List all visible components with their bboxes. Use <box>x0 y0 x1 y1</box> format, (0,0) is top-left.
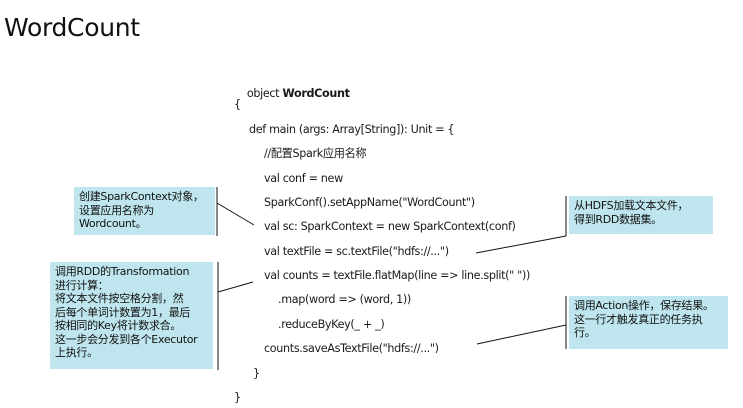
pointer-line <box>475 235 567 254</box>
code-line: val counts = textFile.flatMap(line => li… <box>264 269 531 282</box>
callout-hdfs-load: 从HDFS加载文本文件， 得到RDD数据集。 <box>569 196 713 234</box>
code-line: def main (args: Array[String]): Unit = { <box>249 123 455 136</box>
code-line-object: object WordCount <box>234 73 350 115</box>
callout-action: 调用Action操作，保存结果。 这一行才触发真正的任务执 行。 <box>569 296 728 349</box>
callout-transformation: 调用RDD的Transformation 进行计算： 将文本文件按空格分割，然 … <box>50 262 213 369</box>
pointer-line <box>216 202 255 226</box>
code-comment: //配置Spark应用名称 <box>264 147 367 160</box>
code-line: val textFile = sc.textFile("hdfs://...") <box>264 245 449 258</box>
code-line: SparkConf().setAppName("WordCount") <box>264 196 475 209</box>
code-line: } <box>253 367 260 380</box>
slide-title: WordCount <box>4 13 140 42</box>
code-line: .reduceByKey(_ + _) <box>278 318 385 331</box>
callout-spark-context: 创建SparkContext对象， 设置应用名称为 Wordcount。 <box>74 187 215 235</box>
code-line: { <box>234 98 241 111</box>
code-object-name: WordCount <box>282 87 350 100</box>
pointer-line <box>476 324 567 345</box>
code-line: val conf = new <box>264 172 343 185</box>
pointer-line <box>217 281 254 293</box>
code-line: counts.saveAsTextFile("hdfs://...") <box>264 342 439 355</box>
code-line: val sc: SparkContext = new SparkContext(… <box>264 220 516 233</box>
code-line: .map(word => (word, 1)) <box>278 293 411 306</box>
code-keyword: object <box>246 87 283 100</box>
code-line: } <box>234 391 241 404</box>
